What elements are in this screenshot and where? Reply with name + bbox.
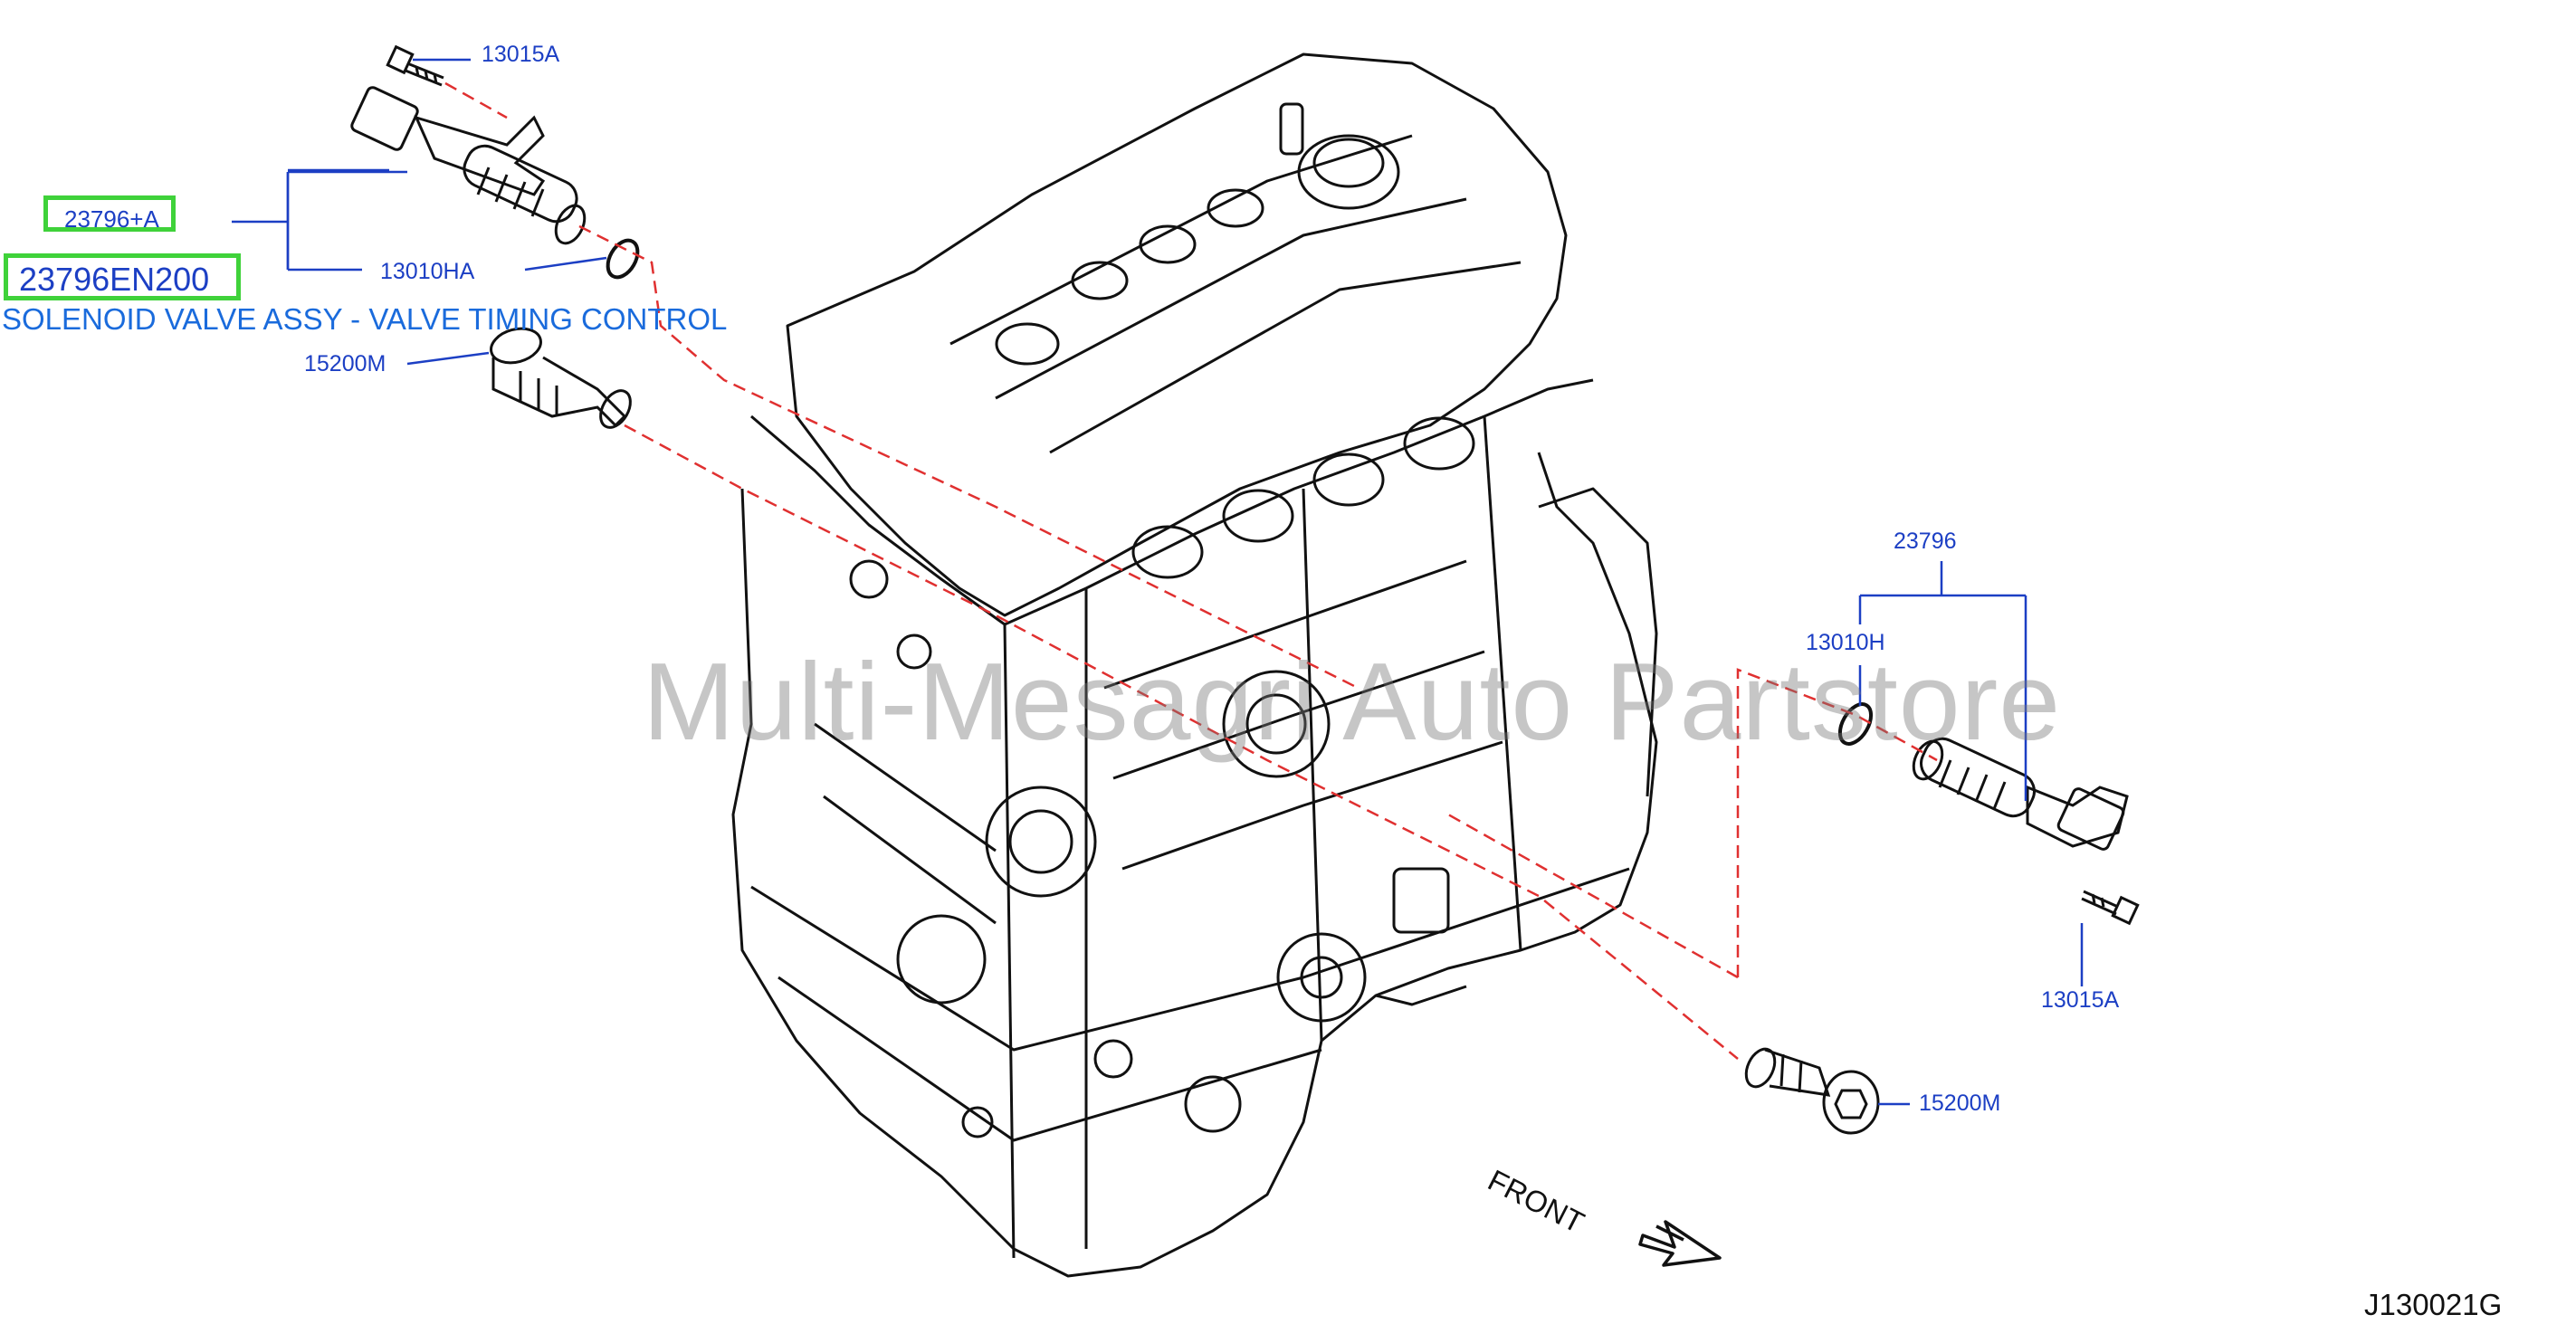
blue-leader-lines: [232, 58, 2084, 1106]
callout-23796-a: 23796+A: [64, 205, 159, 233]
oring-13010h-illustration: [1837, 702, 1874, 746]
filter-15200m-left-illustration: [490, 327, 632, 429]
front-arrow-icon: [1638, 1220, 1722, 1267]
part-description: SOLENOID VALVE ASSY - VALVE TIMING CONTR…: [2, 302, 728, 336]
bolt-13015a-top-illustration: [386, 44, 444, 87]
callout-13010ha: 13010HA: [380, 259, 475, 284]
callout-13015a-top: 13015A: [482, 42, 560, 67]
diagram-code: J130021G: [2364, 1288, 2503, 1321]
callout-15200m-right: 15200M: [1919, 1091, 2001, 1116]
callout-15200m-left: 15200M: [304, 351, 386, 376]
callout-13010h: 13010H: [1806, 630, 1885, 655]
bolt-13015a-right-illustration: [2081, 890, 2140, 926]
red-dashed-assembly-lines: [444, 81, 1938, 1060]
filter-15200m-right-illustration: [1744, 1047, 1880, 1135]
oring-13010ha-illustration: [606, 238, 640, 280]
callout-23796-right: 23796: [1894, 529, 1957, 554]
part-number-highlight: 23796EN200: [4, 253, 241, 300]
callout-13015a-right: 13015A: [2041, 987, 2120, 1013]
engine-block-illustration: [731, 52, 1658, 1278]
solenoid-valve-right-illustration: [1912, 737, 2129, 851]
watermark-text: Multi-Mesagri Auto Partstore: [643, 640, 2062, 763]
part-number: 23796EN200: [19, 261, 210, 298]
callout-23796-a-highlight: 23796+A: [43, 195, 176, 232]
solenoid-valve-top-illustration: [350, 86, 587, 245]
